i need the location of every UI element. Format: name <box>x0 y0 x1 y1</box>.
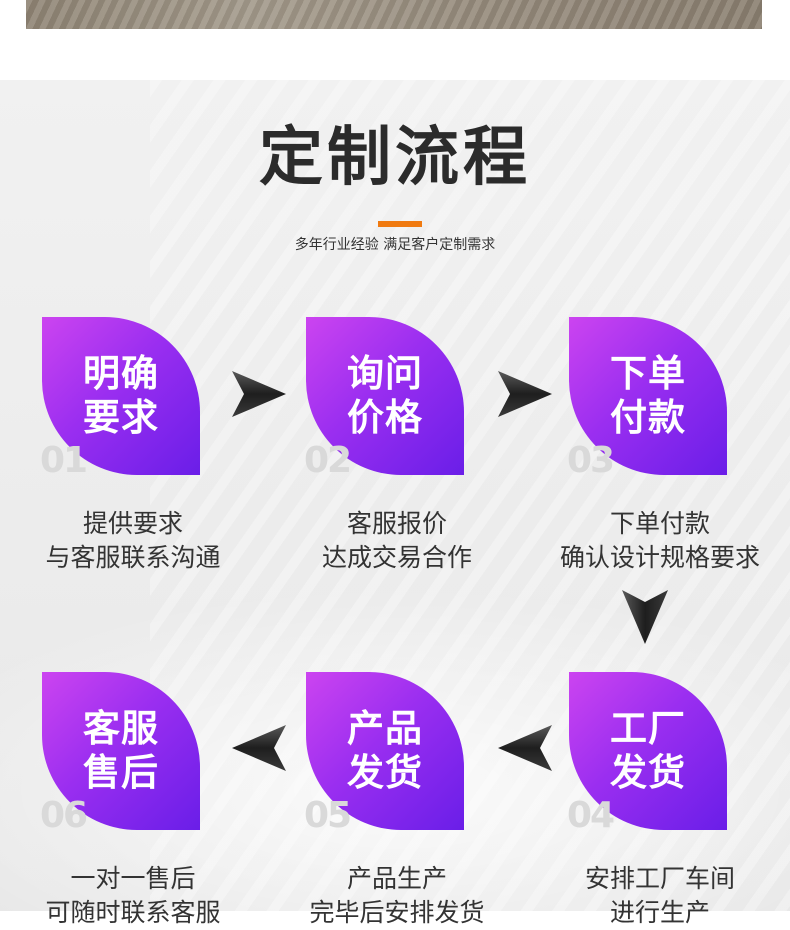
top-banner-image <box>26 0 762 29</box>
step-number: 02 <box>304 440 352 481</box>
step-label: 询问价格 <box>347 352 423 439</box>
step-description-line: 可随时联系客服 <box>45 898 221 927</box>
step-label: 客服售后 <box>83 707 159 794</box>
step-description-line: 完毕后安排发货 <box>309 898 485 927</box>
step-description-line: 客服报价 <box>346 509 447 538</box>
section-title: 定制流程 <box>259 121 531 195</box>
arrow-left-icon <box>498 725 552 771</box>
step-number: 03 <box>567 440 615 481</box>
step-description-line: 达成交易合作 <box>321 543 472 572</box>
arrow-right-icon <box>232 371 286 417</box>
step-label: 产品发货 <box>347 707 423 794</box>
step-description-line: 产品生产 <box>346 864 447 893</box>
step-description-line: 一对一售后 <box>70 864 196 893</box>
step-number: 04 <box>567 795 615 836</box>
arrow-left-icon <box>232 725 286 771</box>
step-description: 产品生产 完毕后安排发货 <box>264 862 530 930</box>
step-label: 明确要求 <box>83 352 159 439</box>
step-description-line: 进行生产 <box>609 898 710 927</box>
step-number: 01 <box>40 440 88 481</box>
step-description-line: 确认设计规格要求 <box>559 543 760 572</box>
section-subtitle: 多年行业经验 满足客户定制需求 <box>294 237 496 253</box>
title-accent-bar <box>378 221 422 227</box>
step-number: 05 <box>304 795 352 836</box>
step-description: 客服报价 达成交易合作 <box>264 507 530 575</box>
step-description-line: 与客服联系沟通 <box>45 543 221 572</box>
step-number: 06 <box>40 795 88 836</box>
step-description-line: 提供要求 <box>82 509 183 538</box>
step-description-line: 安排工厂车间 <box>584 864 735 893</box>
step-description: 一对一售后 可随时联系客服 <box>0 862 266 930</box>
step-label: 下单付款 <box>610 352 686 439</box>
arrow-right-icon <box>498 371 552 417</box>
step-description: 下单付款 确认设计规格要求 <box>527 507 790 575</box>
step-description: 提供要求 与客服联系沟通 <box>0 507 266 575</box>
step-description: 安排工厂车间 进行生产 <box>527 862 790 930</box>
step-label: 工厂发货 <box>610 707 686 794</box>
arrow-down-icon <box>622 590 668 644</box>
step-description-line: 下单付款 <box>609 509 710 538</box>
